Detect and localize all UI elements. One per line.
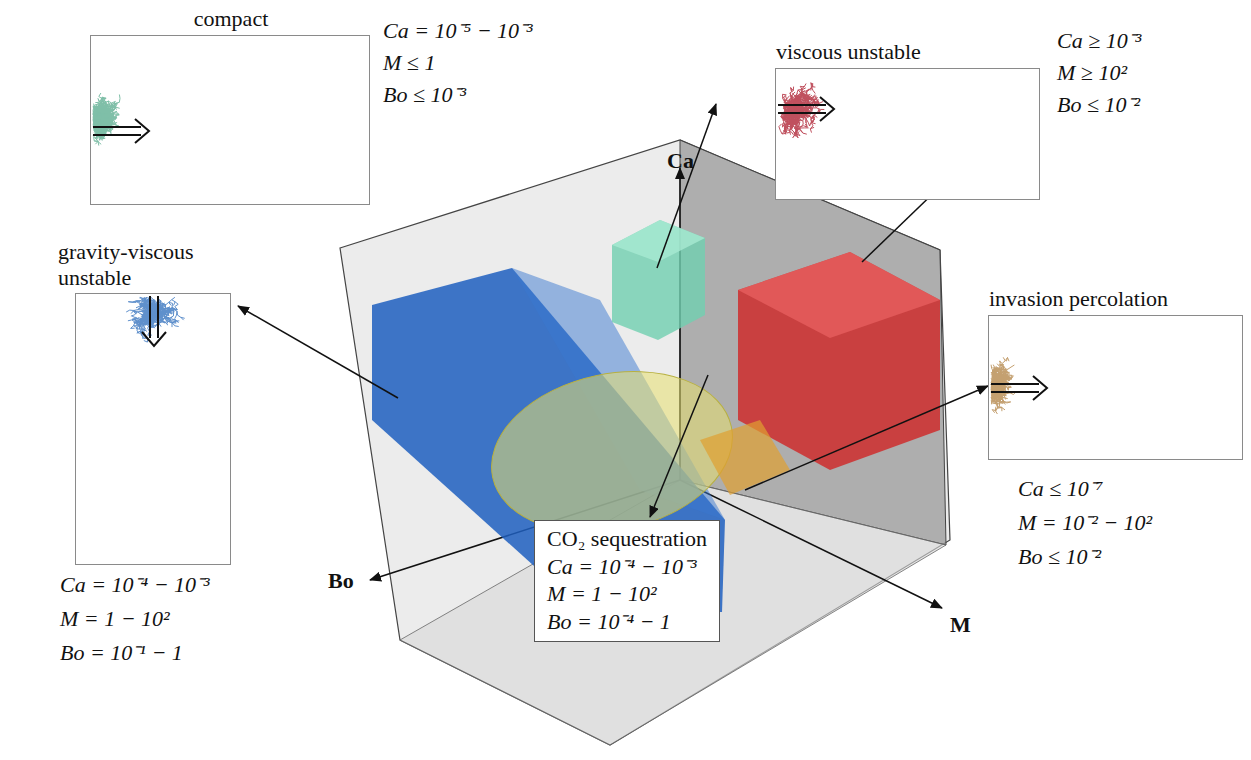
pattern-panel: viscous unstable [775,68,1040,200]
parameter-range: Bo = 10⁻¹ − 1 [60,640,183,666]
parameter-range: Bo ≤ 10⁻² [1018,544,1101,570]
panel-title: compact [194,6,269,32]
parameter-range: M = 1 − 10² [60,606,170,632]
floor-plane [400,480,946,745]
parameter-range: M ≤ 1 [383,50,435,76]
pattern-image [76,294,232,566]
parameter-range: Ca ≥ 10⁻³ [1057,28,1141,54]
red-cube-top [738,252,940,338]
pattern-image [989,316,1244,461]
parameter-range: Bo ≤ 10⁻² [1057,92,1140,118]
parameter-range: Ca = 10⁻⁴ − 10⁻³ [547,553,707,581]
pattern-panel: invasion percolation [988,315,1243,460]
side-wall [680,140,946,545]
panel-title: gravity-viscous unstable [58,239,248,290]
orange-overlap [700,420,790,495]
leader-arrow [745,386,988,490]
parameter-range: Bo ≤ 10⁻³ [383,82,466,108]
axis-label: Bo [328,568,354,594]
injection-arrow [142,296,166,346]
parameter-range: Ca ≤ 10⁻⁷ [1018,476,1103,502]
injection-arrow [991,376,1047,400]
pattern-image [776,69,1041,201]
panel-title: invasion percolation [989,286,1168,312]
box-heading: CO₂ sequestration [547,525,707,553]
fractal-pattern [93,93,120,146]
axis-label: Ca [667,148,694,174]
leader-arrow [238,306,398,398]
parameter-range: Bo = 10⁻⁴ − 1 [547,608,707,636]
legend-box: CO₂ sequestrationCa = 10⁻⁴ − 10⁻³M = 1 −… [534,520,720,642]
injection-arrow [93,119,149,143]
fractal-pattern [779,83,824,138]
parameter-range: Ca = 10⁻⁴ − 10⁻³ [60,572,210,598]
fractal-pattern [991,357,1016,414]
pattern-image [91,36,371,206]
parameter-range: M = 1 − 10² [547,580,707,608]
parameter-range: M ≥ 10² [1057,60,1127,86]
injection-arrow [778,97,834,121]
teal-cube [612,220,705,340]
pattern-panel: gravity-viscous unstable [75,293,231,565]
pattern-panel: compact [90,35,370,205]
parameter-range: M = 10⁻² − 10² [1018,510,1152,536]
axis-label: M [950,612,971,638]
parameter-range: Ca = 10⁻⁵ − 10⁻³ [383,18,533,44]
leader-arrow [657,104,716,268]
back-plane [340,140,950,745]
leader-arrow [650,375,708,517]
panel-title: viscous unstable [776,39,921,65]
fractal-pattern [126,297,185,342]
teal-cube-top [612,220,705,262]
